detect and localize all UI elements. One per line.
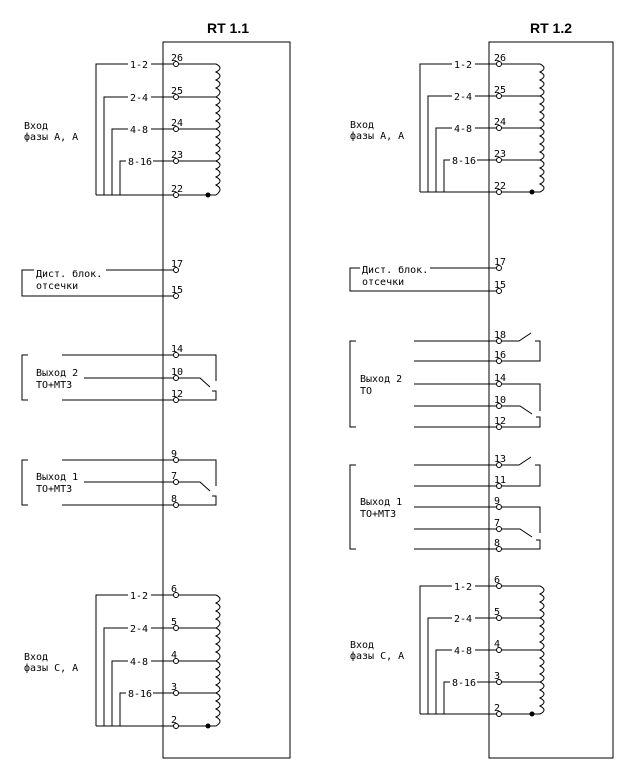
tap-label: 2-4 (454, 614, 472, 625)
pin-number: 25 (171, 86, 183, 97)
pin-number: 7 (171, 471, 177, 482)
pin-number: 18 (494, 330, 506, 341)
tap-label: 8-16 (452, 156, 476, 167)
tap-label: 2-4 (130, 93, 148, 104)
pin-number: 24 (494, 117, 506, 128)
tap-label: 4-8 (130, 657, 148, 668)
input-label: Вход (350, 120, 374, 131)
block-label-sub: отсечки (36, 281, 78, 292)
relay-rt11: RT 1.1 Вход фазы А, А 1-2 2-4 4-8 8-16 2… (21, 20, 291, 759)
pin-number: 22 (494, 181, 506, 192)
pin-number: 6 (494, 575, 500, 586)
output-label: Выход 2 (360, 374, 402, 385)
input-phase-a: Вход фазы А, А 1-2 2-4 4-8 8-16 26 25 24… (24, 53, 221, 198)
pin-number: 6 (171, 584, 177, 595)
tap-label: 4-8 (454, 646, 472, 657)
pin-number: 14 (171, 344, 183, 355)
input-label-sub: фазы А, А (24, 131, 78, 143)
input-label: Вход (350, 640, 374, 651)
tap-label: 1-2 (130, 591, 148, 602)
pin-number: 23 (171, 150, 183, 161)
tap-label: 8-16 (128, 157, 152, 168)
pin-number: 4 (494, 639, 500, 650)
pin-number: 8 (171, 494, 177, 505)
input-phase-c: Вход фазы С, А 1-2 2-4 4-8 8-16 6 5 4 3 … (24, 584, 221, 729)
relay-rt12: RT 1.2 Вход фазы А, А 1-2 2-4 4-8 8-16 2… (349, 20, 614, 759)
output-label: Выход 1 (36, 472, 78, 483)
pin-number: 15 (171, 285, 183, 296)
tap-label: 2-4 (454, 92, 472, 103)
pin-number: 15 (494, 280, 506, 291)
pin-number: 10 (171, 367, 183, 378)
pin-number: 24 (171, 118, 183, 129)
pin-number: 16 (494, 350, 506, 361)
pin-number: 4 (171, 650, 177, 661)
input-label-sub: фазы С, А (350, 650, 404, 662)
output-1: Выход 1 ТО+МТЗ 9 7 8 (21, 449, 217, 508)
pin-number: 5 (494, 607, 500, 618)
block-label: Дист. блок. (362, 264, 428, 276)
block-label-sub: отсечки (362, 277, 404, 288)
pin-number: 7 (494, 518, 500, 529)
input-label-sub: фазы С, А (24, 662, 78, 674)
output-label-sub: ТО+МТЗ (360, 509, 396, 520)
input-phase-c: Вход фазы С, А 1-2 2-4 4-8 8-16 6 5 4 3 … (350, 575, 545, 717)
pin-number: 26 (171, 53, 183, 64)
output-2: Выход 2 ТО 18 16 14 10 12 (349, 330, 541, 430)
tap-label: 1-2 (130, 60, 148, 71)
pin-number: 9 (494, 496, 500, 507)
output-label-sub: ТО+МТЗ (36, 484, 72, 495)
pin-number: 12 (171, 389, 183, 400)
tap-label: 1-2 (454, 582, 472, 593)
output-label-sub: ТО+МТЗ (36, 380, 72, 391)
tap-label: 1-2 (454, 60, 472, 71)
tap-label: 4-8 (130, 125, 148, 136)
pin-number: 10 (494, 395, 506, 406)
relay-body (488, 41, 614, 759)
pin-number: 12 (494, 416, 506, 427)
block-label: Дист. блок. (36, 268, 102, 280)
pin-number: 22 (171, 184, 183, 195)
pin-number: 5 (171, 617, 177, 628)
pin-number: 9 (171, 449, 177, 460)
pin-number: 17 (171, 259, 183, 270)
pin-number: 3 (494, 671, 500, 682)
pin-number: 17 (494, 257, 506, 268)
pin-number: 25 (494, 85, 506, 96)
output-1: Выход 1 ТО+МТЗ 13 11 9 7 8 (349, 454, 541, 552)
output-label: Выход 2 (36, 368, 78, 379)
pin-number: 13 (494, 454, 506, 465)
pin-number: 2 (171, 715, 177, 726)
pin-number: 26 (494, 53, 506, 64)
tap-label: 8-16 (128, 689, 152, 700)
pin-number: 23 (494, 149, 506, 160)
pin-number: 11 (494, 475, 506, 486)
tap-label: 8-16 (452, 678, 476, 689)
input-label: Вход (24, 652, 48, 663)
input-label: Вход (24, 121, 48, 132)
pin-number: 8 (494, 538, 500, 549)
pin-number: 14 (494, 373, 506, 384)
output-2: Выход 2 ТО+МТЗ 14 10 12 (21, 344, 217, 403)
relay-title: RT 1.1 (207, 20, 249, 36)
pin-number: 2 (494, 703, 500, 714)
pin-number: 3 (171, 682, 177, 693)
input-label-sub: фазы А, А (350, 130, 404, 142)
output-label-sub: ТО (360, 386, 372, 397)
input-phase-a: Вход фазы А, А 1-2 2-4 4-8 8-16 26 25 24… (350, 53, 545, 195)
relay-title: RT 1.2 (530, 20, 572, 36)
tap-label: 4-8 (454, 124, 472, 135)
distance-block: Дист. блок. отсечки 17 15 (349, 257, 506, 294)
distance-block: Дист. блок. отсечки 17 15 (21, 259, 183, 299)
output-label: Выход 1 (360, 497, 402, 508)
tap-label: 2-4 (130, 624, 148, 635)
